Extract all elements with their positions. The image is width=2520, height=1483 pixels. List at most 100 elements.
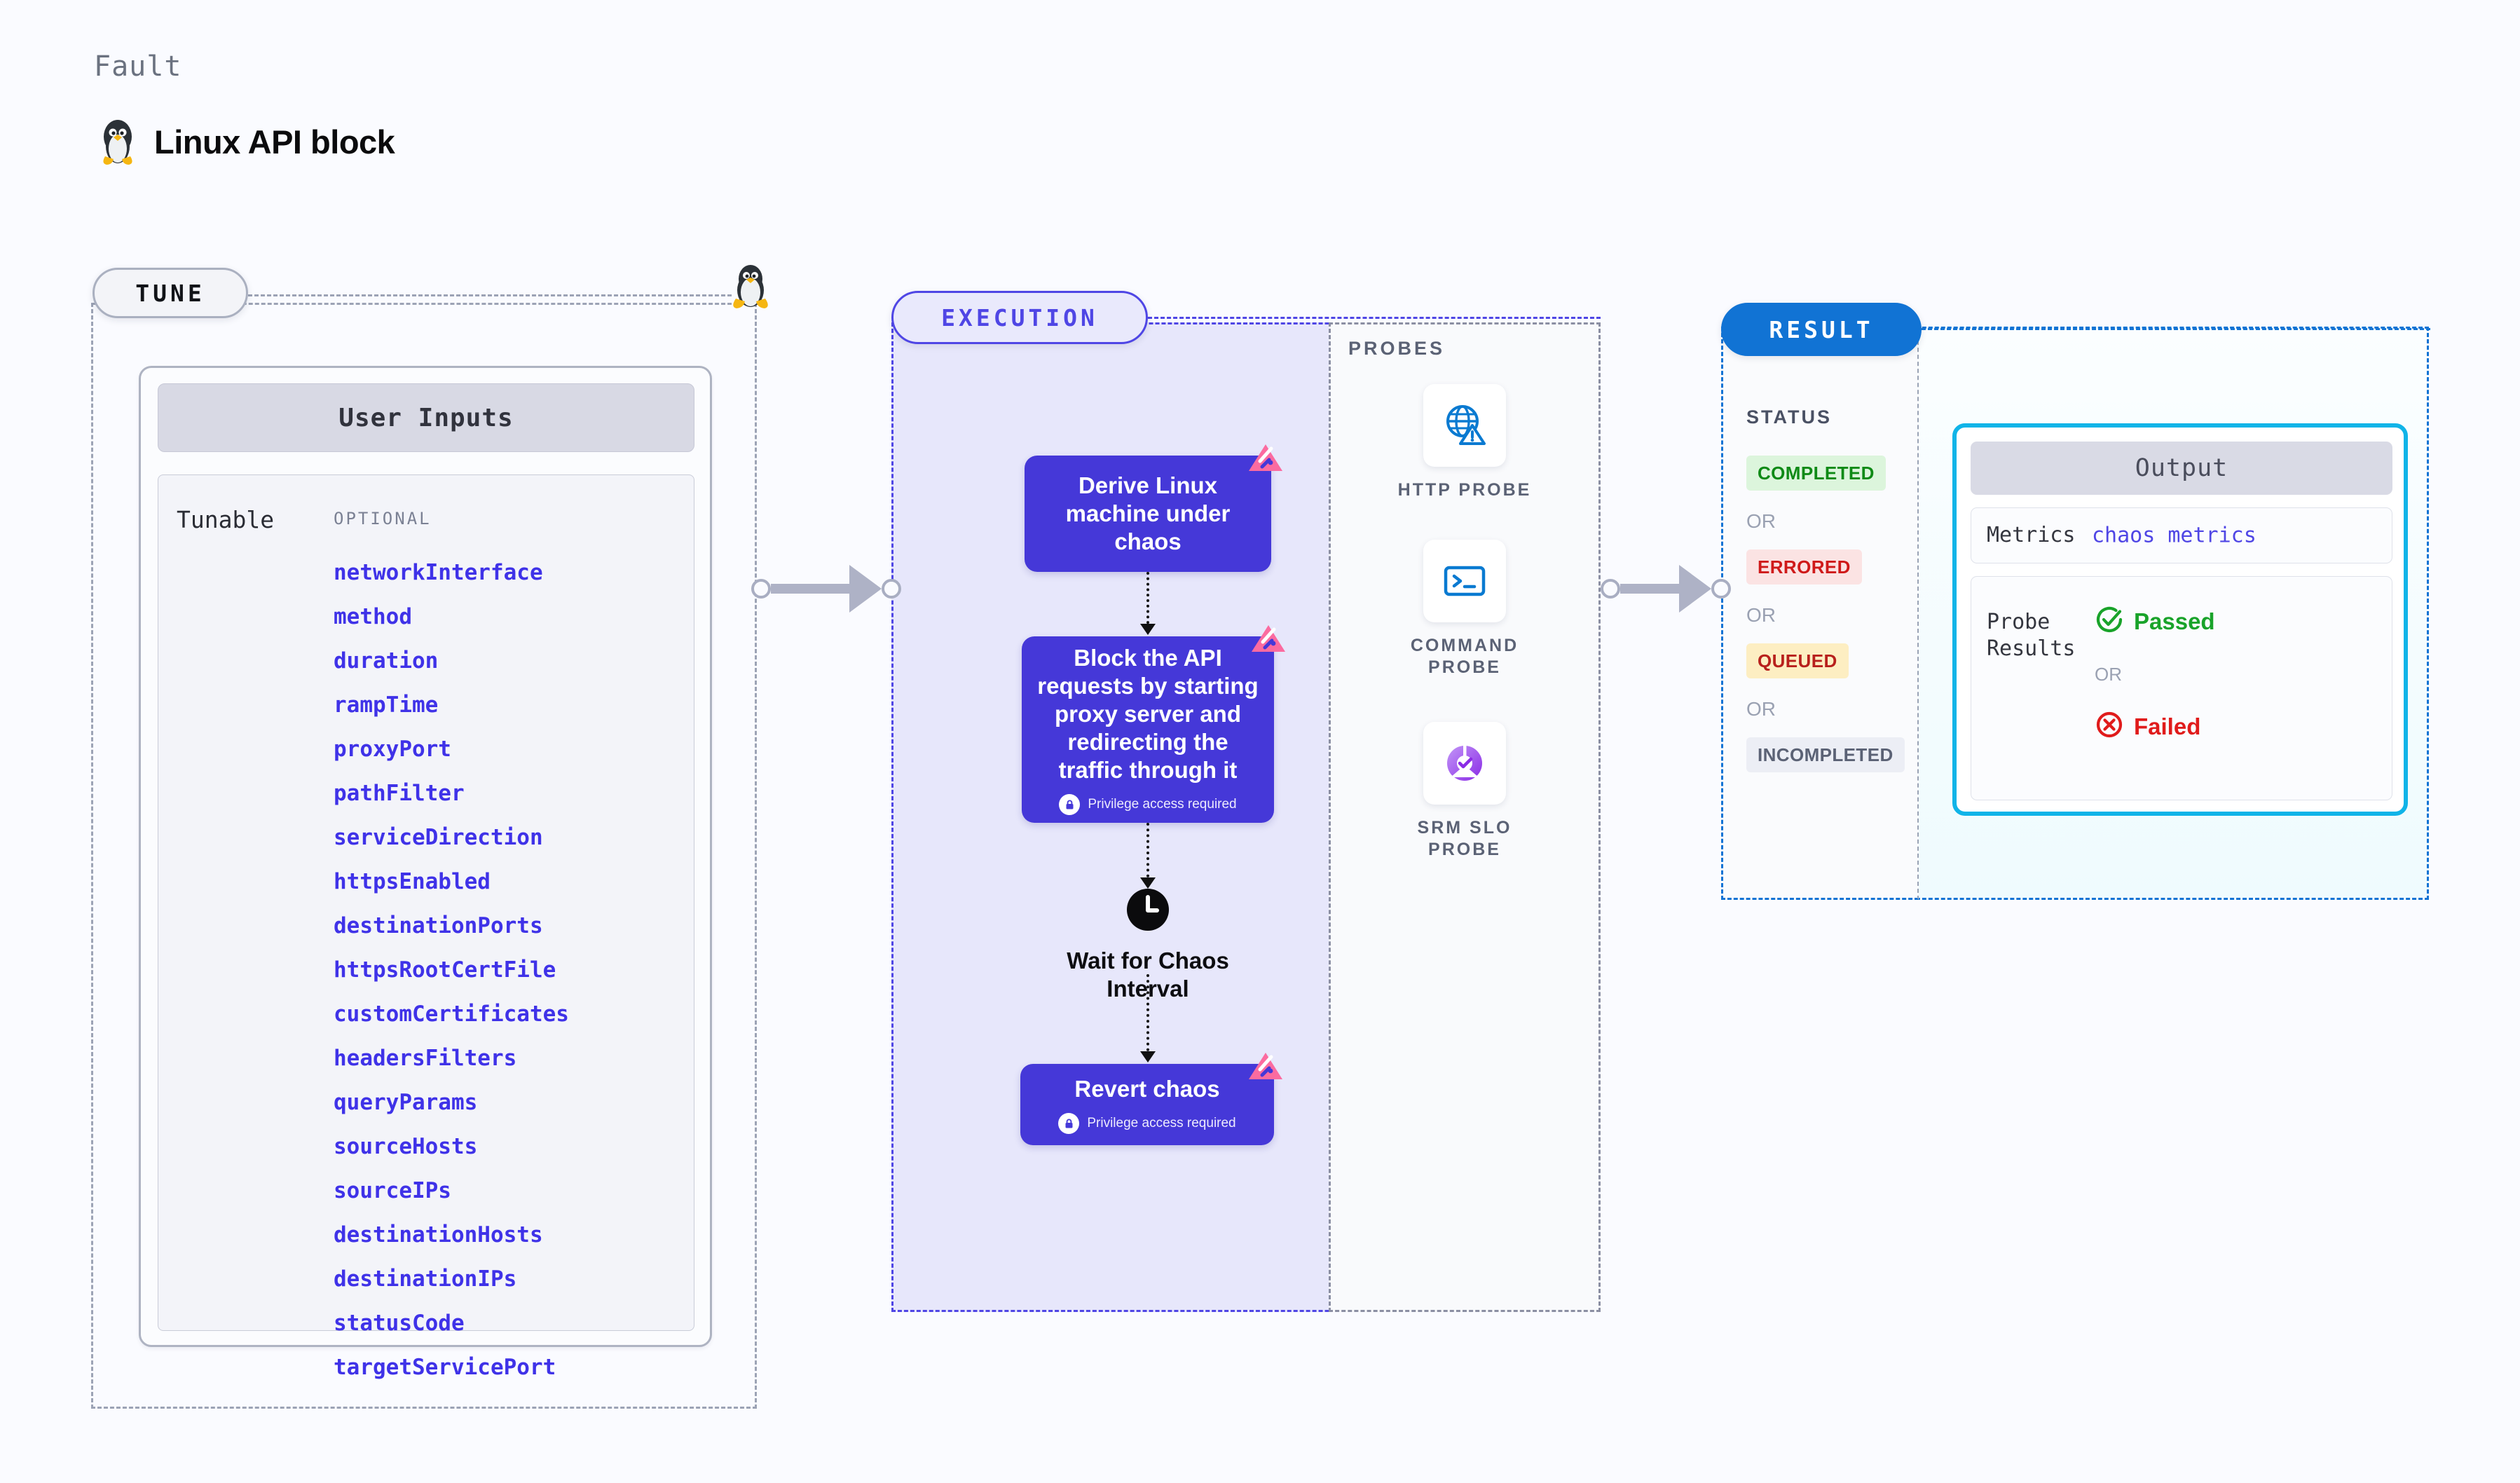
lock-icon	[1059, 794, 1081, 815]
tune-pill[interactable]: TUNE	[93, 268, 248, 318]
status-or-3: OR	[1746, 698, 1776, 720]
tunable-parameter[interactable]: networkInterface	[334, 560, 543, 585]
tunable-parameter[interactable]: customCertificates	[334, 1002, 569, 1027]
result-leader-line	[1922, 328, 2430, 330]
tunable-parameter[interactable]: sourceIPs	[334, 1178, 451, 1203]
connector-tune-to-execution	[751, 565, 901, 613]
tunable-parameter[interactable]: pathFilter	[334, 781, 465, 806]
tune-panel	[91, 303, 757, 1409]
tunable-parameter[interactable]: httpsEnabled	[334, 869, 491, 894]
tunable-parameter[interactable]: method	[334, 604, 412, 629]
slo-donut-check-icon	[1423, 722, 1506, 805]
flow-arrowhead-2	[1140, 877, 1156, 889]
check-circle-icon	[2095, 605, 2124, 638]
probe-result-passed: Passed	[2095, 605, 2215, 638]
probe-result-passed-label: Passed	[2134, 608, 2215, 634]
probe-command-label: COMMAND PROBE	[1410, 636, 1519, 677]
chaos-badge-icon	[1247, 443, 1284, 475]
status-badge-incompleted: INCOMPLETED	[1746, 737, 1905, 772]
tunable-label: Tunable	[177, 506, 275, 533]
probe-http-label: HTTP PROBE	[1397, 480, 1532, 500]
tunable-parameter[interactable]: serviceDirection	[334, 825, 543, 850]
chaos-badge-icon	[1247, 1051, 1284, 1084]
probes-title: PROBES	[1348, 338, 1446, 359]
connector-execution-to-result	[1601, 565, 1731, 613]
result-status-column	[1721, 327, 1919, 900]
connector-bar	[771, 584, 849, 594]
terminal-icon	[1423, 540, 1506, 622]
tunable-parameter[interactable]: headersFilters	[334, 1046, 517, 1071]
globe-warning-icon	[1423, 384, 1506, 467]
execution-pill[interactable]: EXECUTION	[891, 291, 1148, 344]
tunable-parameter[interactable]: rampTime	[334, 692, 439, 718]
connector-end-dot	[1711, 579, 1731, 599]
chaos-badge-icon	[1250, 624, 1287, 656]
execution-leader-line	[1148, 317, 1601, 319]
connector-arrowhead	[1679, 565, 1711, 613]
flow-node-derive[interactable]: Derive Linux machine under chaos	[1025, 456, 1271, 572]
lock-icon	[1058, 1113, 1080, 1134]
status-or-2: OR	[1746, 604, 1776, 626]
flow-node-block-api-label: Block the API requests by starting proxy…	[1037, 645, 1259, 783]
probe-result-failed: Failed	[2095, 710, 2200, 743]
flow-connector-2	[1146, 823, 1149, 883]
connector-bar	[1620, 584, 1679, 594]
status-badge-completed: COMPLETED	[1746, 456, 1886, 491]
tunable-parameter[interactable]: queryParams	[334, 1090, 478, 1115]
flow-connector-3	[1146, 974, 1149, 1057]
probe-http[interactable]: HTTP PROBE	[1381, 384, 1549, 501]
connector-start-dot	[1601, 579, 1620, 599]
status-title: STATUS	[1746, 406, 1832, 428]
probes-panel	[1329, 322, 1601, 1312]
flow-node-block-api[interactable]: Block the API requests by starting proxy…	[1022, 636, 1274, 823]
output-metrics-row: Metrics chaos metrics	[1971, 507, 2392, 563]
flow-node-revert-label: Revert chaos	[1074, 1076, 1220, 1102]
flow-node-wait[interactable]: Wait for Chaos Interval	[1025, 887, 1271, 1003]
tunable-parameter[interactable]: destinationPorts	[334, 913, 543, 938]
page-eyebrow: Fault	[94, 50, 182, 83]
tunable-parameter[interactable]: duration	[334, 648, 439, 674]
output-title: Output	[1971, 442, 2392, 495]
probe-srm-slo[interactable]: SRM SLO PROBE	[1381, 722, 1549, 861]
probe-result-failed-label: Failed	[2134, 713, 2201, 739]
tunable-list: Tunable OPTIONAL networkInterface method d…	[158, 474, 694, 1380]
probe-result-or: OR	[2095, 664, 2122, 685]
tunable-parameter[interactable]: proxyPort	[334, 737, 451, 762]
flow-arrowhead-3	[1140, 1051, 1156, 1062]
metrics-key: Metrics	[1987, 523, 2076, 547]
x-circle-icon	[2095, 710, 2124, 743]
privilege-badge: Privilege access required	[1058, 1113, 1236, 1134]
tunable-parameter[interactable]: sourceHosts	[334, 1134, 478, 1159]
execution-flow: Derive Linux machine under chaos Block t…	[891, 322, 1329, 1312]
flow-arrowhead-1	[1140, 624, 1156, 635]
page-title: Linux API block	[154, 123, 395, 160]
user-inputs-card: User Inputs Tunable OPTIONAL networkInte…	[139, 366, 712, 1380]
metrics-value[interactable]: chaos metrics	[2092, 523, 2257, 548]
privilege-label: Privilege access required	[1087, 1116, 1236, 1130]
flow-node-revert[interactable]: Revert chaos Privilege access required	[1020, 1064, 1274, 1145]
optional-label: OPTIONAL	[334, 509, 432, 528]
tunable-parameter[interactable]: httpsRootCertFile	[334, 957, 556, 983]
clock-icon	[1125, 887, 1170, 936]
status-badge-errored: ERRORED	[1746, 549, 1862, 585]
tunable-parameter[interactable]: destinationHosts	[334, 1222, 543, 1248]
flow-connector-1	[1146, 572, 1149, 629]
probe-command[interactable]: COMMAND PROBE	[1381, 540, 1549, 678]
status-badge-queued: QUEUED	[1746, 643, 1849, 678]
flow-node-wait-label: Wait for Chaos Interval	[1067, 948, 1229, 1002]
tux-penguin-icon	[97, 116, 139, 168]
result-pill[interactable]: RESULT	[1721, 303, 1922, 356]
tunable-parameter[interactable]: targetServicePort	[334, 1355, 556, 1380]
flow-node-derive-label: Derive Linux machine under chaos	[1065, 472, 1231, 554]
privilege-label: Privilege access required	[1088, 797, 1237, 812]
page-title-row: Linux API block	[97, 116, 395, 168]
tunable-parameter[interactable]: destinationIPs	[334, 1266, 517, 1292]
tune-leader-line	[248, 294, 732, 296]
tunable-parameter[interactable]: statusCode	[334, 1311, 465, 1336]
probe-srm-slo-label: SRM SLO PROBE	[1417, 818, 1512, 859]
connector-end-dot	[882, 579, 901, 599]
